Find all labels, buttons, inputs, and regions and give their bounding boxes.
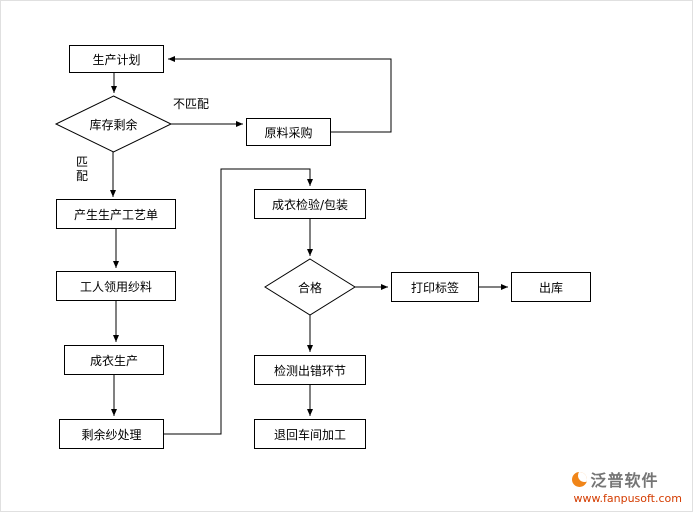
fanpu-logo-icon — [571, 471, 587, 487]
node-leftover-yarn: 剩余纱处理 — [59, 419, 164, 449]
node-raw-material-purchase: 原料采购 — [246, 118, 331, 146]
edge-rawmaterial-to-plan — [168, 56, 392, 133]
edge-label-mismatch: 不匹配 — [173, 97, 210, 111]
node-production-plan: 生产计划 — [69, 45, 164, 73]
inventory-diamond-shape — [54, 95, 173, 153]
node-print-label: 打印标签 — [391, 272, 479, 302]
node-error-detection: 检测出错环节 — [254, 355, 366, 385]
watermark-url: www.fanpusoft.com — [573, 492, 682, 505]
watermark: 泛普软件 www.fanpusoft.com — [571, 467, 682, 505]
node-garment-production: 成衣生产 — [64, 345, 164, 375]
edge-leftover-to-inspection — [164, 168, 313, 435]
node-inspection-packaging: 成衣检验/包装 — [254, 189, 366, 219]
edge-label-match: 匹配 — [75, 155, 88, 183]
node-worker-yarn-receive: 工人领用纱料 — [56, 271, 176, 301]
watermark-brand: 泛普软件 — [590, 471, 659, 490]
qualified-diamond-shape — [264, 258, 356, 316]
node-return-workshop: 退回车间加工 — [254, 419, 366, 449]
node-process-order: 产生生产工艺单 — [56, 199, 176, 229]
node-stock-out: 出库 — [511, 272, 591, 302]
watermark-brand-row: 泛普软件 — [571, 467, 682, 491]
